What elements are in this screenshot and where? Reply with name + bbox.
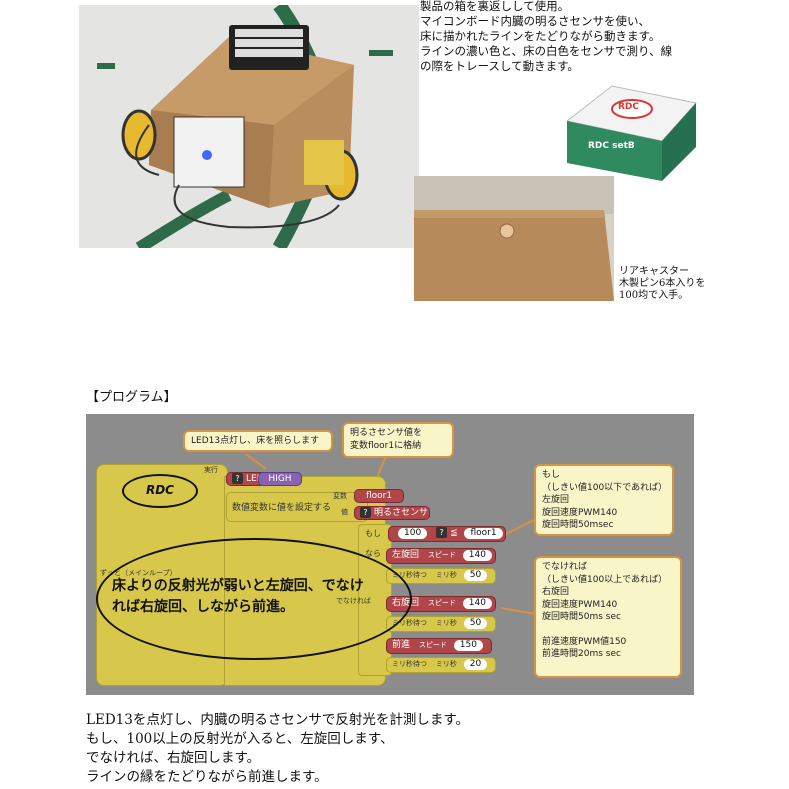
left-turn-block[interactable]: 左旋回 スピード 140 [386, 548, 496, 564]
set-variable-block[interactable]: 数値変数に値を設定する [226, 492, 368, 522]
explanation-line: LED13を点灯し、内臓の明るさセンサで反射光を計測します。 [86, 712, 469, 728]
caption-line: リアキャスター [619, 266, 689, 277]
caster-caption: リアキャスター 木製ピン6本入りを 100均で入手。 [619, 266, 705, 302]
led-high-value[interactable]: HIGH [258, 472, 302, 486]
run-label: 実行 [204, 466, 218, 474]
comment-led[interactable]: LED13点灯し、床を照らします [183, 430, 333, 452]
description-line: の際をトレースして動きます。 [420, 59, 579, 73]
question-icon[interactable]: ? [436, 527, 448, 538]
product-description: 製品の箱を裏返しして使用。 マイコンボード内臓の明るさセンサを使い、 床に描かれ… [420, 0, 672, 74]
description-line: 床に描かれたラインをたどりながら動きます。 [420, 29, 661, 43]
box-name: RDC setB [588, 141, 635, 151]
annotation-ellipse [96, 538, 412, 660]
forward-block[interactable]: 前進 スピード 150 [386, 638, 492, 654]
explanation-line: でなければ、右旋回します。 [86, 750, 261, 766]
question-icon[interactable]: ? [232, 473, 243, 484]
program-section-title: 【プログラム】 [86, 390, 177, 405]
annotation-text: 床よりの反射光が弱いと左旋回、でなけ れば右旋回、しながら前進。 [112, 578, 364, 615]
program-explanation: LED13を点灯し、内臓の明るさセンサで反射光を計測します。 もし、100以上の… [86, 711, 469, 787]
sensor-block[interactable]: ?明るさセンサ [354, 506, 430, 520]
rdc-oval: RDC [122, 474, 198, 508]
left-wait-block[interactable]: ミリ秒待つ ミリ秒 50 [386, 568, 496, 584]
comment-sensor[interactable]: 明るさセンサ値を 変数floor1に格納 [342, 422, 454, 458]
right-wait-block[interactable]: ミリ秒待つ ミリ秒 50 [386, 616, 496, 632]
question-icon[interactable]: ? [360, 507, 371, 518]
if-label: もし [365, 529, 381, 538]
rdc-label: RDC [145, 483, 174, 497]
product-box-photo: RDC RDC setB [562, 81, 698, 184]
compare-operator: ≦ [450, 528, 458, 538]
caption-line: 100均で入手。 [619, 290, 689, 301]
value-label: 値 [341, 508, 348, 516]
description-line: 製品の箱を裏返しして使用。 [420, 0, 570, 13]
var-floor1-block[interactable]: floor1 [354, 489, 404, 503]
description-line: マイコンボード内臓の明るさセンサを使い、 [420, 14, 650, 28]
if-compare-block[interactable]: 100 ?≦ floor1 [388, 526, 506, 542]
caption-line: 木製ピン6本入りを [619, 278, 706, 289]
box-logo: RDC [618, 102, 640, 112]
then-label: なら [365, 549, 381, 558]
robot-illustration [79, 5, 419, 248]
explanation-line: もし、100以上の反射光が入ると、左旋回します、 [86, 731, 394, 747]
description-line: ラインの濃い色と、床の白色をセンサで測り、線 [420, 44, 673, 58]
robot-photo [79, 5, 419, 248]
program-editor-canvas[interactable]: RDC 実行 ?LED HIGH LED13点灯し、床を照らします 数値変数に値… [86, 414, 694, 695]
comment-else[interactable]: でなければ （しきい値100以上であれば） 右旋回 旋回速度PWM140 旋回時… [534, 556, 682, 678]
var-label: 変数 [333, 492, 347, 500]
comment-if[interactable]: もし （しきい値100以下であれば） 左旋回 旋回速度PWM140 旋回時間50… [534, 464, 674, 536]
forward-wait-block[interactable]: ミリ秒待つ ミリ秒 20 [386, 657, 496, 673]
caster-photo [414, 176, 614, 301]
explanation-line: ラインの縁をたどりながら前進します。 [86, 769, 328, 785]
